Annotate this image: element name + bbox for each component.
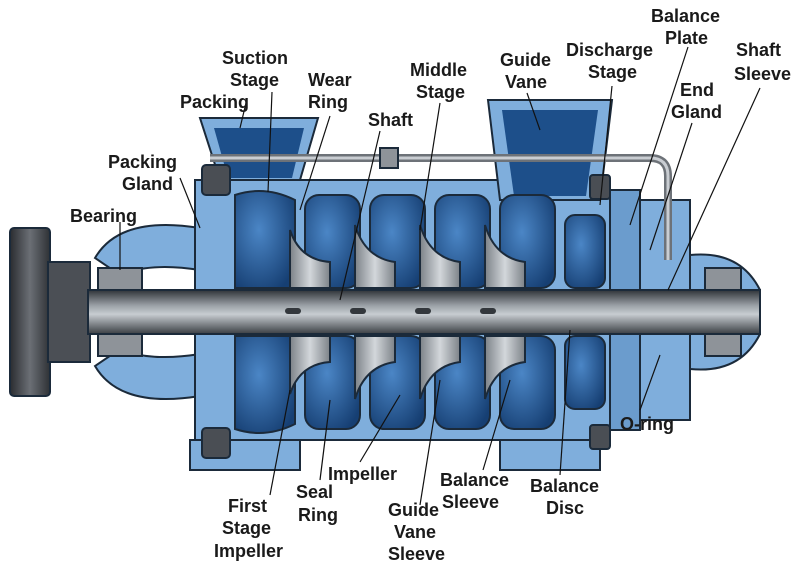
label-wear-ring-line-2: Ring [308,92,348,112]
label-guide-vane-sleeve-line-3: Sleeve [388,544,445,564]
motor-coupling [9,227,91,397]
label-o-ring: O-ring [620,414,674,434]
balance-pipe [210,147,672,260]
label-guide-vane-sleeve-line-2: Vane [394,522,436,542]
component-labels: Bearing Packing Gland Packing Suction St… [70,6,791,564]
label-balance-disc-line-1: Balance [530,476,599,496]
label-balance-plate-line-2: Plate [665,28,708,48]
label-suction-stage-line-1: Suction [222,48,288,68]
label-middle-stage-line-1: Middle [410,60,467,80]
leader-lines [119,46,761,506]
label-bearing: Bearing [70,206,137,226]
label-first-stage-impeller-line-3: Impeller [214,541,283,561]
label-guide-vane-sleeve-line-1: Guide [388,500,439,520]
label-balance-sleeve-line-2: Sleeve [442,492,499,512]
bolts [201,164,611,459]
label-balance-disc-line-2: Disc [546,498,584,518]
shaft [87,289,761,335]
label-wear-ring-line-1: Wear [308,70,352,90]
label-guide-vane-line-1: Guide [500,50,551,70]
label-seal-ring-line-2: Ring [298,505,338,525]
label-balance-plate-line-1: Balance [651,6,720,26]
label-seal-ring-line-1: Seal [296,482,333,502]
label-guide-vane-line-2: Vane [505,72,547,92]
label-first-stage-impeller-line-1: First [228,496,267,516]
label-packing: Packing [180,92,249,112]
label-shaft: Shaft [368,110,413,130]
label-balance-sleeve-line-1: Balance [440,470,509,490]
bearing-housing-left [93,224,201,400]
label-shaft-sleeve-line-1: Shaft [736,40,781,60]
label-discharge-stage-line-1: Discharge [566,40,653,60]
label-shaft-sleeve-line-2: Sleeve [734,64,791,84]
label-packing-gland-line-1: Packing [108,152,177,172]
label-first-stage-impeller-line-2: Stage [222,518,271,538]
label-suction-stage-line-2: Stage [230,70,279,90]
label-impeller: Impeller [328,464,397,484]
label-packing-gland-line-2: Gland [122,174,173,194]
label-end-gland-line-2: Gland [671,102,722,122]
label-middle-stage-line-2: Stage [416,82,465,102]
impellers [289,224,526,400]
label-end-gland-line-1: End [680,80,714,100]
label-discharge-stage-line-2: Stage [588,62,637,82]
